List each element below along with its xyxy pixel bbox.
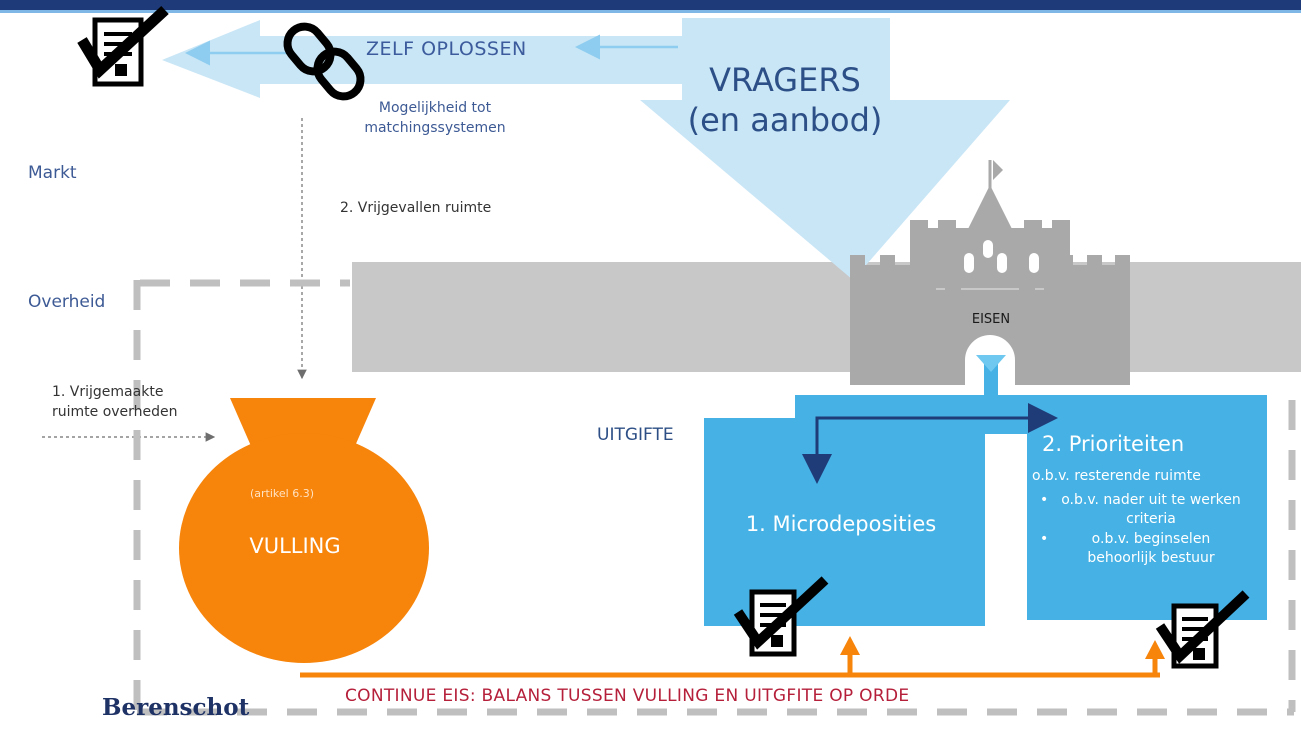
markt-label: Markt — [28, 163, 77, 183]
uitgifte-box — [704, 395, 1267, 626]
vragers-arrow — [640, 18, 1010, 280]
government-wall — [352, 262, 1301, 372]
overheid-boundary — [133, 279, 1296, 716]
eisen-label: EISEN — [971, 312, 1011, 327]
uitgifte-label: UITGIFTE — [597, 425, 674, 445]
chain-link-icon — [283, 22, 365, 101]
top-bar-underline — [0, 10, 1301, 13]
castle-icon — [850, 160, 1130, 385]
vulling-label: VULLING — [249, 534, 341, 558]
vragers-title: VRAGERS (en aanbod) — [660, 60, 910, 140]
top-bar — [0, 0, 1301, 10]
mogelijkheid-label: Mogelijkheid tot matchingssystemen — [364, 100, 506, 136]
eisen-arrow-head — [976, 355, 1006, 372]
vrijgemaakte-label: 1. Vrijgemaakte ruimte overheden — [52, 384, 178, 420]
vrijgevallen-label: 2. Vrijgevallen ruimte — [340, 200, 492, 216]
pot-icon — [179, 398, 429, 663]
prioriteiten-list: o.b.v. nader uit te werken criteria o.b.… — [1036, 491, 1246, 569]
vragers-title-line1: VRAGERS — [709, 61, 861, 99]
continue-eis-label: CONTINUE EIS: BALANS TUSSEN VULLING EN U… — [345, 686, 910, 706]
checklist-icon — [733, 576, 829, 657]
prioriteiten-sub-label: o.b.v. resterende ruimte — [1032, 468, 1201, 484]
microdeposities-label: 1. Microdeposities — [745, 512, 937, 536]
balance-arrow — [300, 636, 1165, 678]
overheid-label: Overheid — [28, 292, 106, 312]
list-item: o.b.v. beginselen behoorlijk bestuur — [1036, 530, 1246, 568]
zelf-oplossen-label: ZELF OPLOSSEN — [366, 38, 527, 60]
checklist-icon — [1155, 590, 1250, 669]
prioriteiten-label: 2. Prioriteiten — [1042, 432, 1185, 456]
artikel-label: (artikel 6.3) — [250, 487, 315, 500]
berenschot-logo: Berenschot — [102, 694, 250, 721]
vragers-title-line2: (en aanbod) — [687, 101, 883, 139]
checklist-icon — [77, 5, 169, 87]
list-item: o.b.v. nader uit te werken criteria — [1036, 491, 1246, 529]
